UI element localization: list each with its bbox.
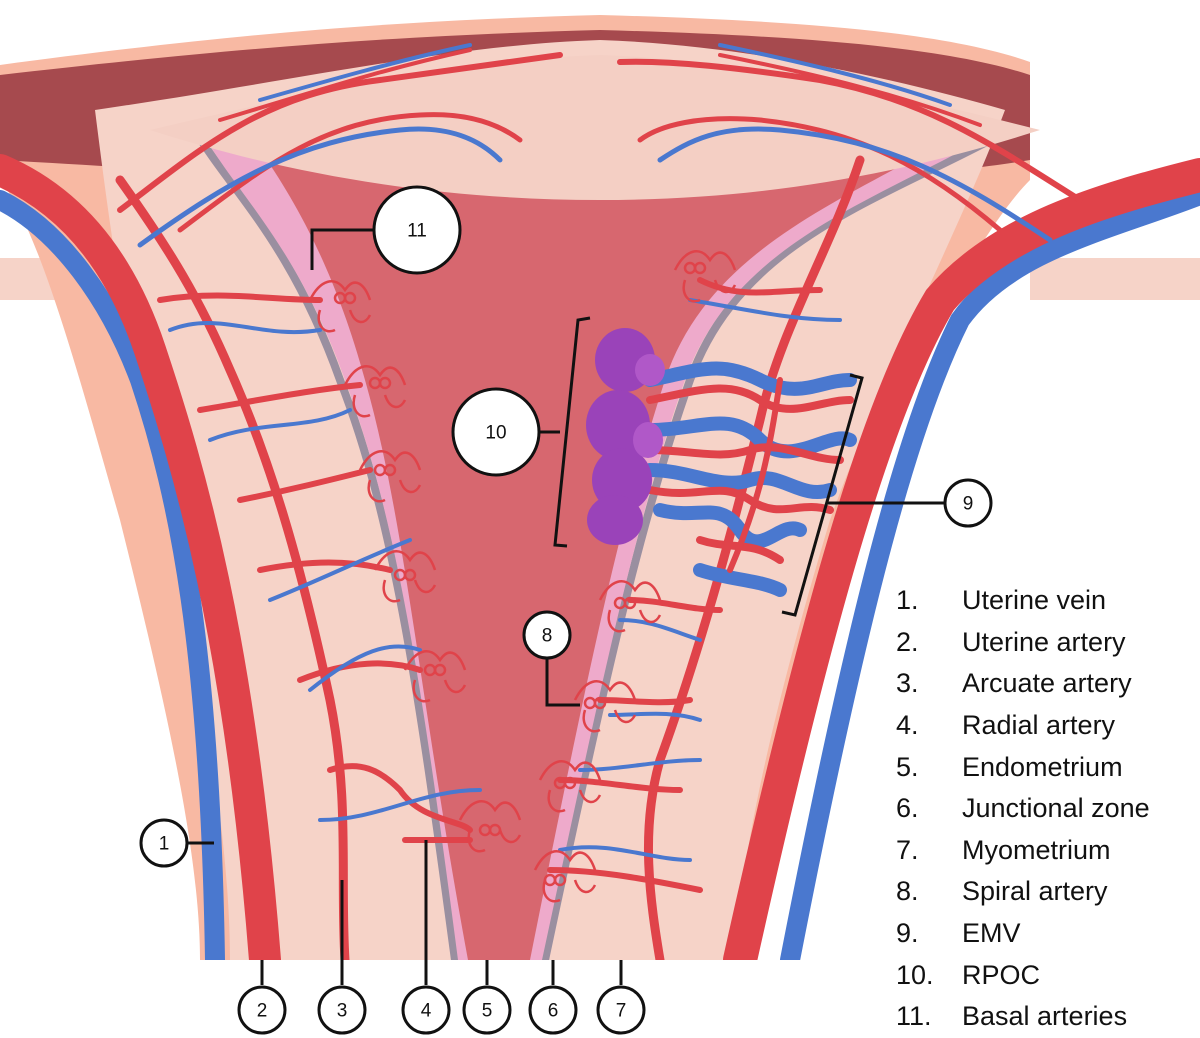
legend-item-uterine-artery: 2.Uterine artery — [896, 626, 1126, 657]
callout-4: 4 — [421, 1001, 432, 1022]
right-spiral-arteries — [533, 250, 737, 903]
right-tube — [1030, 258, 1200, 300]
emv-vessels — [643, 361, 857, 597]
fundus-dome — [150, 55, 1040, 200]
callout-7: 7 — [616, 1001, 627, 1022]
legend-item-spiral-artery: 8.Spiral artery — [896, 876, 1108, 907]
arcuate-artery-left — [115, 175, 350, 960]
uterine-vein-right — [780, 185, 1200, 960]
callout-8: 8 — [542, 626, 553, 647]
uterine-artery-right — [723, 158, 1200, 960]
legend-item-junctional-zone: 6.Junctional zone — [896, 793, 1150, 824]
callout-10: 10 — [485, 423, 506, 444]
legend: 1.Uterine vein 2.Uterine artery 3.Arcuat… — [896, 580, 1200, 1038]
legend-item-myometrium: 7.Myometrium — [896, 834, 1111, 865]
callout-9: 9 — [963, 494, 974, 515]
emv-bracket — [781, 373, 864, 617]
legend-item-emv: 9.EMV — [896, 918, 1021, 949]
fundal-vessels — [117, 43, 1083, 248]
left-spiral-arteries — [308, 280, 522, 853]
right-radial-branches — [547, 277, 842, 893]
legend-item-endometrium: 5.Endometrium — [896, 751, 1123, 782]
rpoc-mass — [586, 328, 665, 545]
legend-item-radial-artery: 4.Radial artery — [896, 710, 1116, 741]
legend-item-rpoc: 10.RPOC — [896, 959, 1041, 990]
leader-lines — [187, 228, 945, 985]
uterine-artery-left — [0, 154, 281, 960]
legend-item-basal-arteries: 11.Basal arteries — [896, 1001, 1128, 1032]
callout-3: 3 — [337, 1001, 348, 1022]
callout-6: 6 — [548, 1001, 559, 1022]
legend-item-uterine-vein: 1.Uterine vein — [896, 585, 1107, 616]
legend-item-arcuate-artery: 3.Arcuate artery — [896, 668, 1132, 699]
uterine-cavity — [260, 150, 930, 960]
uterine-vein-left — [0, 190, 225, 960]
left-radial-branches — [157, 292, 482, 844]
callout-1: 1 — [159, 834, 170, 855]
callouts — [139, 185, 993, 1035]
callout-5: 5 — [482, 1001, 493, 1022]
callout-2: 2 — [257, 1001, 268, 1022]
callout-11: 11 — [407, 221, 427, 242]
rpoc-bracket — [553, 316, 591, 548]
